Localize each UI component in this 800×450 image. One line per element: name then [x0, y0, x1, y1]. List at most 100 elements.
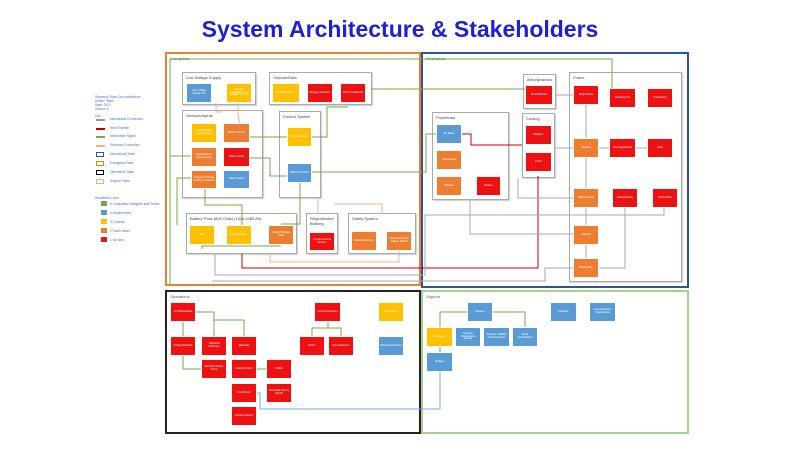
info-line: [312, 106, 348, 138]
group-label: Sensors/Inputs: [186, 113, 213, 118]
heat-line: [241, 176, 539, 269]
heat-line: [462, 133, 522, 146]
box-current-sensor[interactable]: Current Sensor: [223, 123, 250, 143]
box-isolation-detection[interactable]: Thermal / Voltage Isolation Detection: [191, 170, 217, 189]
box-motor-speed[interactable]: Motor Speed: [223, 170, 250, 189]
box-window-status[interactable]: Window Status: [272, 83, 300, 103]
box-budget[interactable]: Budget: [426, 352, 453, 372]
box-cost-report[interactable]: Cost Report: [231, 383, 257, 403]
box-team-procedures[interactable]: Team Procedures: [314, 302, 341, 322]
legend-label: 4 Implemented: [110, 211, 132, 215]
energetics-team-swatch-icon: [96, 161, 104, 166]
box-technical-drawings[interactable]: Technical Drawings: [201, 336, 227, 356]
box-pump[interactable]: Pump: [525, 152, 552, 172]
info-line: [312, 133, 436, 173]
support-team-swatch-icon: [96, 179, 104, 184]
box-materials[interactable]: Materials: [231, 336, 257, 356]
box-shroud-wheel[interactable]: Shroud/Wheel: [525, 85, 553, 105]
box-inverter-control[interactable]: Inverter Control System: [309, 232, 335, 251]
box-communication[interactable]: Communication Organization: [589, 302, 616, 322]
box-chassis[interactable]: Chassis: [573, 138, 599, 158]
ops-line: [214, 319, 245, 336]
box-driver-dashboard[interactable]: Driver Dashboard: [340, 83, 366, 103]
group-label: Regenerative Braking: [310, 216, 334, 226]
ops-line: [328, 327, 342, 336]
group-label: Frame: [573, 75, 585, 80]
box-driver[interactable]: Driver: [299, 336, 325, 356]
box-body-panels[interactable]: Body Panels: [573, 85, 599, 105]
box-battery-box[interactable]: Battery Box: [573, 258, 599, 278]
mech-line: [212, 267, 573, 282]
box-roll-cage[interactable]: Roll Cage/Struts: [609, 138, 636, 158]
legend-header: Version 1: [95, 107, 109, 111]
box-battery-current[interactable]: Battery Current: [226, 225, 252, 245]
box-brakes[interactable]: Brakes: [476, 176, 501, 196]
box-low-voltage-supply[interactable]: Low Voltage Supply 12V: [186, 83, 212, 103]
box-bms[interactable]: BMS: [189, 225, 215, 245]
info-line: [176, 177, 191, 225]
box-sponsors[interactable]: Sponsors: [426, 327, 453, 347]
box-brake-sensor[interactable]: Hazard/Temp Brake Sensor: [191, 147, 217, 167]
box-accelerometer[interactable]: Accelerometer Angle Sensor: [191, 123, 217, 143]
legend-label: 1 No Idea: [110, 238, 124, 242]
operations-team-swatch-icon: [96, 170, 104, 175]
legend-label: Mechanical Team: [110, 152, 135, 156]
group-label: Low Voltage Supply: [186, 75, 222, 80]
legend-key-title: Key: [95, 114, 101, 118]
box-battery-fault[interactable]: Battery/Voltage Fault: [268, 225, 294, 245]
box-safety-protocols[interactable]: Safety Protocols: [170, 336, 196, 356]
mech-line: [469, 200, 573, 235]
box-energy-efficiency[interactable]: Energy Efficiency: [307, 83, 333, 103]
legend-label: Operations Team: [110, 170, 135, 174]
box-microcontroller[interactable]: Microcontroller: [287, 127, 312, 147]
page-title: System Architecture & Stakeholders: [201, 16, 599, 42]
box-facilities[interactable]: Facilities: [550, 302, 577, 322]
box-steering-arm[interactable]: Steering Arm: [609, 88, 636, 108]
group-label: Battery Pack (800 Cells) (100s 2080 Ah): [190, 216, 262, 221]
box-design-report[interactable]: Design Report: [231, 359, 257, 379]
box-brake-signal[interactable]: Brake Signal: [223, 147, 250, 167]
frame-label: Support: [426, 294, 441, 299]
box-waterproofing[interactable]: Waterproofing: [612, 188, 638, 208]
box-sponsor-visibility[interactable]: Sponsor Visibility Cost Reduction: [483, 327, 510, 347]
legend-label: 5 Completely Designed and Tested: [110, 202, 160, 206]
box-social-sites[interactable]: Social Sites: [378, 302, 404, 322]
box-ac-motor[interactable]: AC Motor: [436, 124, 462, 144]
legend-label: Heat Transfer: [110, 126, 130, 130]
readiness-1-swatch-icon: [101, 237, 107, 242]
electrical-arrow-icon: [96, 145, 105, 147]
box-motor-mounts[interactable]: Motor Mounts: [573, 188, 599, 208]
elec-line: [237, 103, 241, 124]
box-structural-report[interactable]: Structural Survey Report: [266, 383, 292, 403]
box-key-outcomes[interactable]: Key Outcomes: [328, 336, 354, 356]
box-electrical-safety-forms[interactable]: Electrical Safety Forms: [201, 359, 227, 379]
ops-line: [196, 311, 215, 336]
box-remote-lv-system[interactable]: Remote Independent Low Voltage System: [226, 83, 252, 103]
group-label: Aerodynamics: [527, 77, 553, 82]
box-ux-deliverables[interactable]: UX Deliverables: [170, 302, 196, 322]
legend-header: Research Solar Car Architecture: [95, 95, 141, 99]
info-line: [281, 182, 301, 225]
box-firewall[interactable]: Firewall: [573, 225, 599, 245]
elec-line: [334, 203, 383, 213]
box-transmission[interactable]: Transmission: [436, 150, 462, 170]
box-sponsor-relationship[interactable]: Sponsor Relationship Update: [455, 327, 481, 347]
box-event-coordination[interactable]: Event Coordination: [512, 327, 538, 347]
box-motor-controller[interactable]: Motor Controller: [287, 163, 312, 183]
box-suspension[interactable]: Suspension: [647, 88, 673, 108]
box-radiator[interactable]: Radiator: [525, 125, 552, 145]
box-wheels[interactable]: Wheels: [436, 176, 462, 196]
box-control-box[interactable]: Control Box: [652, 188, 678, 208]
readiness-4-swatch-icon: [101, 210, 107, 215]
frame-label: Operations: [170, 294, 190, 299]
box-web-development[interactable]: Web Development: [378, 336, 404, 356]
box-safety-shutdown[interactable]: Safety Shutdown: [351, 231, 377, 251]
box-mentors[interactable]: Mentors: [467, 302, 493, 322]
ops-line: [257, 372, 441, 410]
box-fmea[interactable]: FMEA: [266, 359, 292, 379]
group-label: Cooling: [526, 116, 540, 121]
box-seat[interactable]: Seat: [647, 138, 673, 158]
box-incident-report[interactable]: Incident Report: [231, 406, 257, 426]
box-hv-switch[interactable]: Mechanical High Voltage Switch: [386, 231, 412, 251]
info-line: [204, 189, 243, 225]
